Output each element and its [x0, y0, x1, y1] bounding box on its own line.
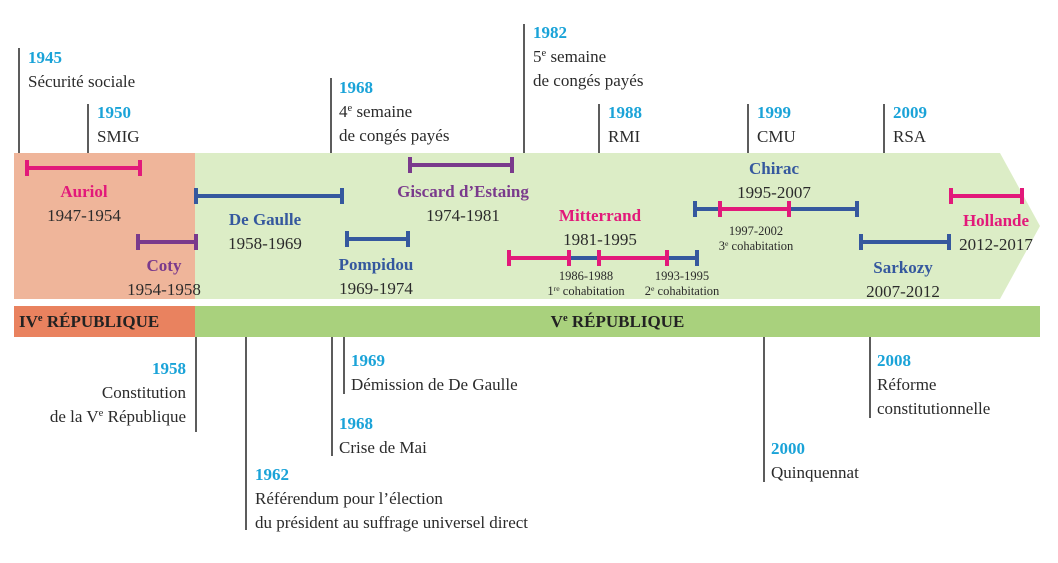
event-1950: 1950 SMIG: [97, 103, 140, 146]
event-2009: 2009 RSA: [893, 103, 927, 146]
term-bar-auriol: [25, 160, 142, 176]
fifth-republic-label: Ve RÉPUBLIQUE: [195, 306, 1040, 337]
president-coty: Coty 1954-1958: [127, 256, 201, 299]
term-bar-mitterrand: [507, 250, 699, 266]
term-bar-coty: [136, 234, 198, 250]
event-1945: 1945 Sécurité sociale: [28, 48, 136, 91]
event-1988: 1988 RMI: [608, 103, 642, 146]
president-degaulle: De Gaulle 1958-1969: [228, 210, 302, 253]
cohabitation-1: 1986-1988 1re cohabitation: [547, 269, 625, 298]
president-chirac: Chirac 1995-2007: [737, 159, 811, 202]
president-auriol: Auriol 1947-1954: [47, 182, 121, 225]
term-bar-pompidou: [345, 231, 410, 247]
president-giscard: Giscard d’Estaing 1974-1981: [397, 182, 529, 225]
term-bar-chirac: [693, 201, 859, 217]
event-1958: 1958 Constitution de la Ve République: [49, 359, 186, 426]
cohabitation-2: 1993-1995 2e cohabitation: [644, 269, 720, 298]
fourth-republic-label: IVe RÉPUBLIQUE: [14, 306, 195, 337]
term-bar-sarkozy: [859, 234, 951, 250]
event-1969: 1969 Démission de De Gaulle: [351, 351, 518, 394]
president-sarkozy: Sarkozy 2007-2012: [866, 258, 940, 301]
event-2008: 2008 Réforme constitutionnelle: [877, 351, 991, 418]
event-1982: 1982 5e semaine de congés payés: [533, 23, 644, 90]
fifth-republic-band: [195, 153, 1040, 299]
term-bar-hollande: [949, 188, 1024, 204]
event-1962: 1962 Référendum pour l’élection du prési…: [255, 465, 529, 532]
event-1968-conges: 1968 4e semaine de congés payés: [339, 78, 450, 145]
term-bar-giscard: [408, 157, 514, 173]
event-1999: 1999 CMU: [757, 103, 796, 146]
president-hollande: Hollande 2012-2017: [959, 211, 1033, 254]
term-bar-degaulle: [194, 188, 344, 204]
fourth-republic-band: [14, 153, 195, 299]
president-mitterrand: Mitterrand 1981-1995: [558, 206, 642, 249]
president-pompidou: Pompidou 1969-1974: [338, 255, 414, 298]
event-2000: 2000 Quinquennat: [771, 439, 859, 482]
cohabitation-3: 1997-2002 3e cohabitation: [718, 224, 794, 253]
event-1968-crise: 1968 Crise de Mai: [339, 414, 427, 457]
